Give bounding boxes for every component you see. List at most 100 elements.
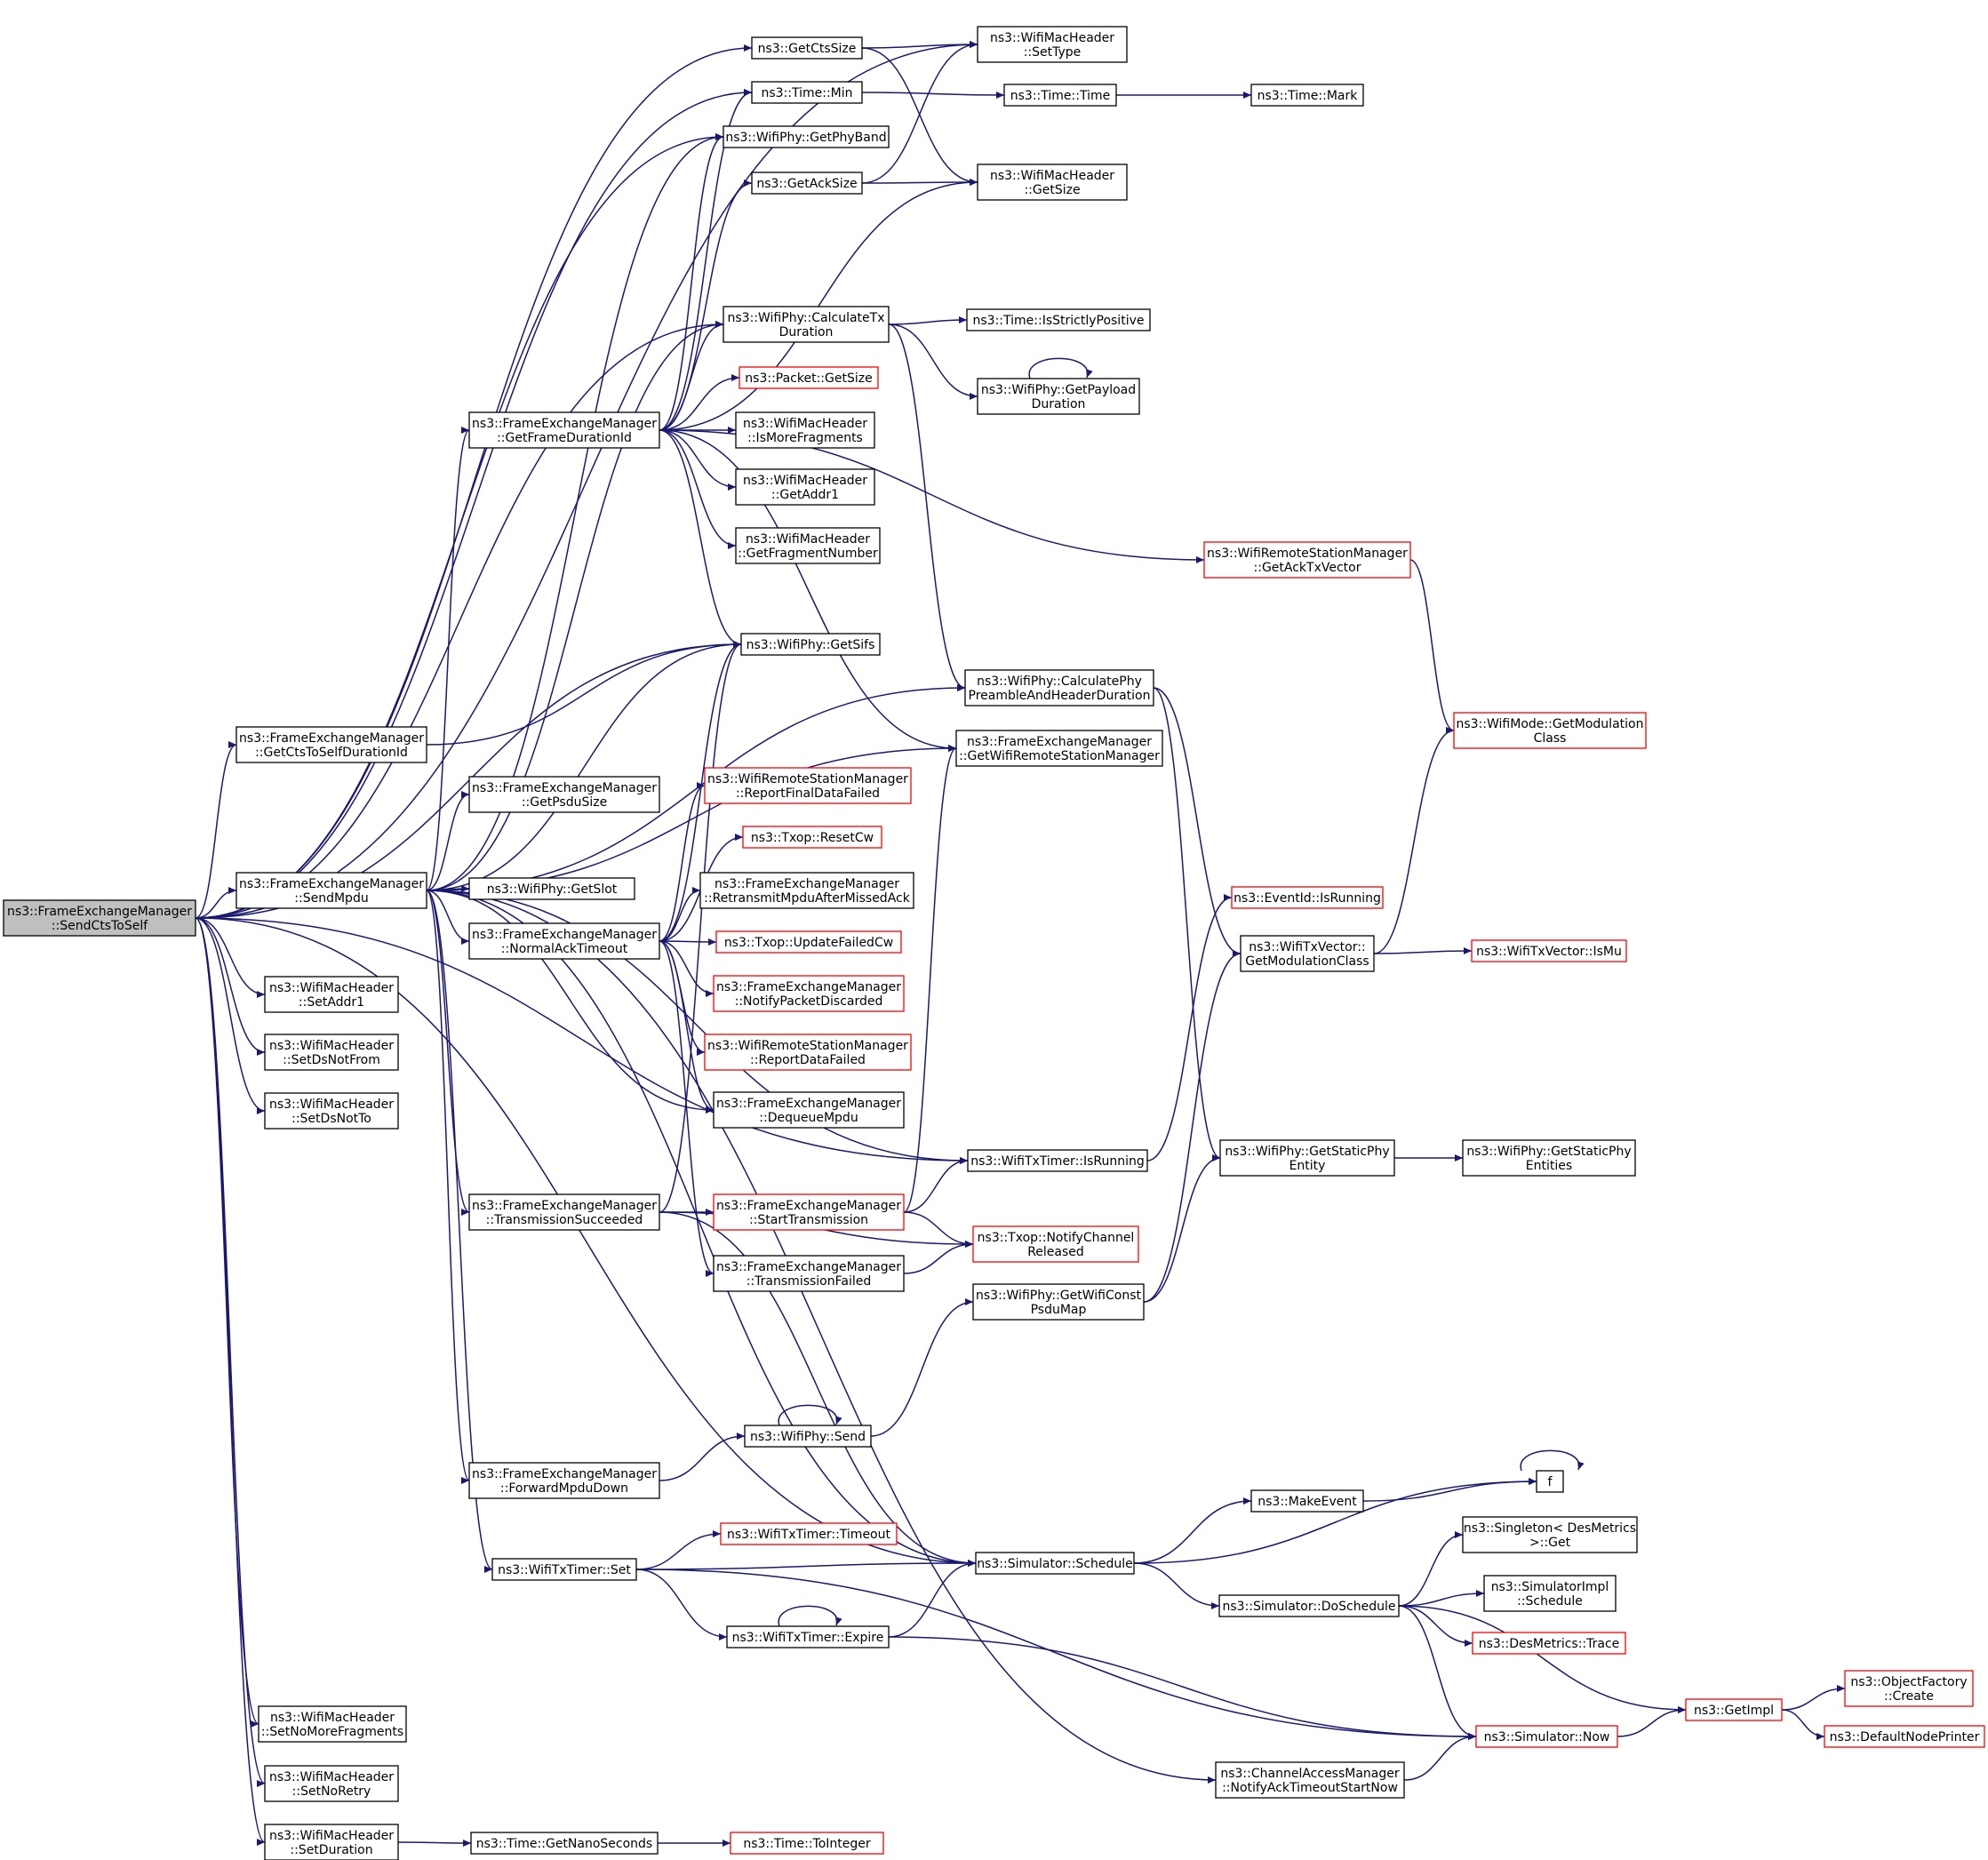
node-label: ::ReportFinalDataFailed [736, 786, 880, 801]
node-label: ns3::WifiMacHeader [746, 532, 870, 547]
edge-txTimerRunning-eventRunning [1146, 894, 1233, 1162]
node-box [713, 1193, 905, 1231]
node-getNano[interactable]: ns3::Time::GetNanoSeconds [470, 1832, 659, 1855]
node-setType[interactable]: ns3::WifiMacHeader::SetType [977, 26, 1128, 63]
node-setNoMoreFrag[interactable]: ns3::WifiMacHeader::SetNoMoreFragments [258, 1705, 407, 1743]
node-now[interactable]: ns3::Simulator::Now [1475, 1725, 1618, 1748]
node-retransmit[interactable]: ns3::FrameExchangeManager::RetransmitMpd… [699, 872, 914, 909]
node-getAddr1[interactable]: ns3::WifiMacHeader::GetAddr1 [735, 468, 875, 506]
node-ackTxVec[interactable]: ns3::WifiRemoteStationManager::GetAckTxV… [1203, 541, 1411, 579]
node-box [1203, 541, 1411, 579]
node-label: ::GetSize [1024, 183, 1080, 197]
node-txVecModClass[interactable]: ns3::WifiTxVector::GetModulationClass [1240, 935, 1375, 972]
node-defaultPrinter[interactable]: ns3::DefaultNodePrinter [1824, 1725, 1985, 1748]
node-box [1218, 1594, 1400, 1617]
node-box [1240, 935, 1375, 972]
node-psduSize[interactable]: ns3::FrameExchangeManager::GetPsduSize [468, 776, 660, 813]
node-expire[interactable]: ns3::WifiTxTimer::Expire [726, 1625, 890, 1648]
node-box [975, 1552, 1135, 1575]
node-fwdDown[interactable]: ns3::FrameExchangeManager::ForwardMpduDo… [468, 1462, 660, 1499]
node-getAckSize[interactable]: ns3::GetAckSize [751, 172, 863, 195]
node-getSlot[interactable]: ns3::WifiPhy::GetSlot [468, 877, 635, 900]
node-setDuration[interactable]: ns3::WifiMacHeader::SetDuration [264, 1824, 399, 1860]
edge-normalAck-txFailed [659, 940, 715, 1277]
node-setDsNotTo[interactable]: ns3::WifiMacHeader::SetDsNotTo [264, 1092, 399, 1130]
node-calcPreamble[interactable]: ns3::WifiPhy::CalculatePhyPreambleAndHea… [964, 669, 1154, 706]
node-getPhyBand[interactable]: ns3::WifiPhy::GetPhyBand [723, 125, 890, 148]
node-label: ns3::FrameExchangeManager [239, 731, 424, 746]
node-modClass[interactable]: ns3::WifiMode::GetModulationClass [1453, 712, 1647, 749]
node-notifyDiscarded[interactable]: ns3::FrameExchangeManager::NotifyPacketD… [713, 975, 905, 1012]
node-label: Entity [1289, 1159, 1326, 1173]
node-txSucceeded[interactable]: ns3::FrameExchangeManager::TransmissionS… [468, 1193, 660, 1231]
node-box [723, 125, 890, 148]
node-root[interactable]: ns3::FrameExchangeManager::SendCtsToSelf [3, 899, 196, 937]
node-reportFinal[interactable]: ns3::WifiRemoteStationManager::ReportFin… [704, 767, 912, 804]
node-label: ::SetAddr1 [299, 995, 364, 1010]
node-f[interactable]: f [1536, 1470, 1564, 1493]
node-eventRunning[interactable]: ns3::EventId::IsRunning [1231, 886, 1384, 909]
node-label: ns3::DefaultNodePrinter [1830, 1730, 1980, 1744]
node-label: ::GetCtsToSelfDurationId [255, 746, 408, 760]
node-toInteger[interactable]: ns3::Time::ToInteger [730, 1832, 884, 1855]
node-isMoreFrag[interactable]: ns3::WifiMacHeader::IsMoreFragments [735, 411, 875, 449]
node-desTrace[interactable]: ns3::DesMetrics::Trace [1472, 1632, 1626, 1655]
node-phySend[interactable]: ns3::WifiPhy::Send [744, 1425, 872, 1448]
node-makeEvent[interactable]: ns3::MakeEvent [1250, 1489, 1364, 1513]
node-ctsSelfDur[interactable]: ns3::FrameExchangeManager::GetCtsToSelfD… [236, 726, 427, 763]
node-startTx[interactable]: ns3::FrameExchangeManager::StartTransmis… [713, 1193, 905, 1231]
node-getImpl[interactable]: ns3::GetImpl [1685, 1698, 1783, 1721]
edge-root-txTimerRunning [195, 917, 969, 1164]
node-setDsNotFrom[interactable]: ns3::WifiMacHeader::SetDsNotFrom [264, 1034, 399, 1071]
node-box [735, 411, 875, 449]
node-resetCw[interactable]: ns3::Txop::ResetCw [742, 826, 882, 849]
node-frameDurId[interactable]: ns3::FrameExchangeManager::GetFrameDurat… [468, 411, 660, 449]
node-isMu[interactable]: ns3::WifiTxVector::IsMu [1471, 939, 1627, 962]
node-getCtsSize[interactable]: ns3::GetCtsSize [751, 36, 863, 60]
node-txTimerSet[interactable]: ns3::WifiTxTimer::Set [491, 1558, 637, 1581]
node-objCreate[interactable]: ns3::ObjectFactory::Create [1844, 1670, 1974, 1707]
node-label: ns3::WifiRemoteStationManager [707, 1039, 908, 1053]
node-setNoRetry[interactable]: ns3::WifiMacHeader::SetNoRetry [264, 1765, 399, 1802]
node-txFailed[interactable]: ns3::FrameExchangeManager::TransmissionF… [713, 1255, 905, 1292]
node-setAddr1[interactable]: ns3::WifiMacHeader::SetAddr1 [264, 976, 399, 1013]
node-getFragNum[interactable]: ns3::WifiMacHeader::GetFragmentNumber [735, 527, 881, 564]
node-macGetSize[interactable]: ns3::WifiMacHeader::GetSize [977, 164, 1128, 201]
node-isStrictlyPos[interactable]: ns3::Time::IsStrictlyPositive [966, 308, 1151, 331]
edge-expire-now [888, 1636, 1477, 1740]
node-reportData[interactable]: ns3::WifiRemoteStationManager::ReportDat… [704, 1034, 912, 1071]
node-dequeue[interactable]: ns3::FrameExchangeManager::DequeueMpdu [713, 1091, 905, 1129]
node-updateFailed[interactable]: ns3::Txop::UpdateFailedCw [715, 930, 902, 954]
node-label: ns3::WifiTxVector:: [1249, 940, 1365, 954]
node-label: ::GetWifiRemoteStationManager [959, 749, 1160, 763]
node-txTimerRunning[interactable]: ns3::WifiTxTimer::IsRunning [967, 1149, 1148, 1172]
node-getSifs[interactable]: ns3::WifiPhy::GetSifs [740, 633, 881, 656]
node-sendMpdu[interactable]: ns3::FrameExchangeManager::SendMpdu [236, 872, 427, 909]
node-schedule[interactable]: ns3::Simulator::Schedule [975, 1552, 1135, 1575]
node-doSchedule[interactable]: ns3::Simulator::DoSchedule [1218, 1594, 1400, 1617]
node-timeMin[interactable]: ns3::Time::Min [751, 81, 863, 104]
node-singleton[interactable]: ns3::Singleton< DesMetrics>::Get [1462, 1516, 1638, 1553]
node-timeTime[interactable]: ns3::Time::Time [1003, 84, 1117, 107]
node-box [972, 1225, 1139, 1263]
node-timeMark[interactable]: ns3::Time::Mark [1250, 84, 1364, 107]
node-label: PsduMap [1031, 1303, 1087, 1317]
edge-notifyAckStart-now [1403, 1733, 1477, 1781]
node-normalAck[interactable]: ns3::FrameExchangeManager::NormalAckTime… [468, 922, 660, 960]
node-notifyAckStart[interactable]: ns3::ChannelAccessManager::NotifyAckTime… [1215, 1761, 1405, 1799]
node-box [1824, 1725, 1985, 1748]
node-pktGetSize[interactable]: ns3::Packet::GetSize [739, 366, 879, 389]
node-getWrsm[interactable]: ns3::FrameExchangeManager::GetWifiRemote… [955, 730, 1163, 767]
edge-getCtsSize-setType [861, 41, 978, 49]
edge-startTx-getWrsm [903, 745, 957, 1213]
node-label: ns3::FrameExchangeManager [967, 735, 1152, 749]
node-label: PreambleAndHeaderDuration [969, 689, 1151, 703]
node-timeout[interactable]: ns3::WifiTxTimer::Timeout [720, 1522, 898, 1545]
node-implSchedule[interactable]: ns3::SimulatorImpl::Schedule [1483, 1575, 1617, 1612]
